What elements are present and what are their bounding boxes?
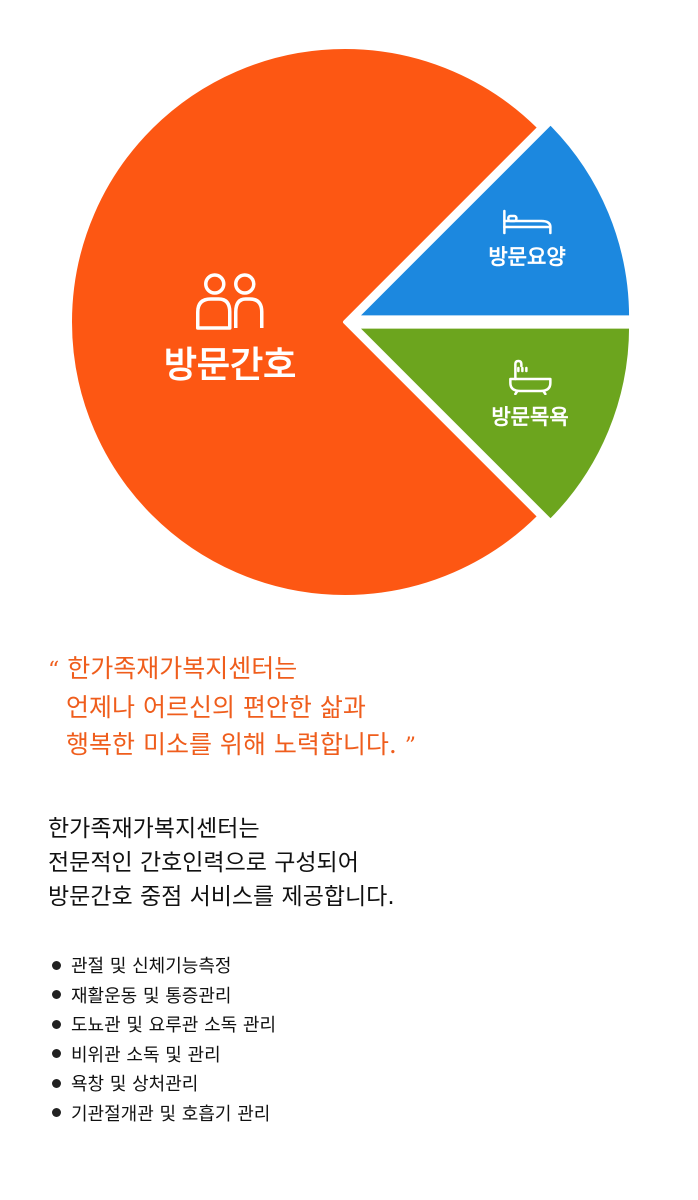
open-quote-mark: “ xyxy=(48,658,60,683)
close-quote-mark: ” xyxy=(404,734,416,759)
service-list: 관절 및 신체기능측정 재활운동 및 통증관리 도뇨관 및 요루관 소독 관리 … xyxy=(52,952,276,1129)
description-line: 방문간호 중점 서비스를 제공합니다. xyxy=(48,884,395,910)
list-item-text: 비위관 소독 및 관리 xyxy=(71,1044,221,1066)
bullet-icon xyxy=(52,1019,61,1029)
pie-slice-bath xyxy=(354,324,634,524)
bathtub-icon xyxy=(508,359,552,395)
quote-text: 언제나 어르신의 편안한 삶과 xyxy=(66,693,366,722)
slice-label-text: 방문목욕 xyxy=(491,405,569,429)
list-item-text: 욕창 및 상처관리 xyxy=(71,1074,199,1095)
list-item: 욕창 및 상처관리 xyxy=(52,1070,276,1100)
list-item-text: 도뇨관 및 요루관 소독 관리 xyxy=(71,1015,277,1036)
service-description: 한가족재가복지센터는 전문적인 간호인력으로 구성되어 방문간호 중점 서비스를… xyxy=(48,812,395,914)
people-icon xyxy=(196,273,264,330)
quote-text: 한가족재가복지센터는 xyxy=(67,654,298,683)
pie-svg xyxy=(67,45,634,599)
bullet-icon xyxy=(52,1078,61,1088)
service-pie-chart: 방문간호 방문요양 방문목욕 xyxy=(67,45,634,599)
list-item: 재활운동 및 통증관리 xyxy=(52,982,276,1012)
description-line: 한가족재가복지센터는 xyxy=(48,816,260,842)
description-line: 전문적인 간호인력으로 구성되어 xyxy=(48,850,359,876)
quote-line-2: 언제나 어르신의 편안한 삶과 xyxy=(48,689,416,726)
list-item-text: 관절 및 신체기능측정 xyxy=(71,956,232,977)
list-item-text: 기관절개관 및 호흡기 관리 xyxy=(71,1103,271,1125)
slice-label-text: 방문요양 xyxy=(488,245,566,269)
slice-label-text: 방문간호 xyxy=(163,345,297,386)
mission-quote: “ 한가족재가복지센터는 언제나 어르신의 편안한 삶과 행복한 미소를 위해 … xyxy=(48,650,416,765)
quote-line-3: 행복한 미소를 위해 노력합니다. ” xyxy=(48,726,416,765)
bullet-icon xyxy=(52,990,61,999)
bullet-icon xyxy=(52,960,61,970)
list-item: 기관절개관 및 호흡기 관리 xyxy=(52,1100,276,1130)
list-item: 도뇨관 및 요루관 소독 관리 xyxy=(52,1011,276,1041)
bullet-icon xyxy=(52,1049,61,1058)
pie-slice-care xyxy=(354,120,634,320)
quote-text: 행복한 미소를 위해 노력합니다. xyxy=(66,730,397,759)
quote-line-1: “ 한가족재가복지센터는 xyxy=(48,650,416,689)
list-item: 관절 및 신체기능측정 xyxy=(52,952,276,982)
bed-icon xyxy=(502,209,552,235)
bullet-icon xyxy=(52,1108,61,1117)
list-item-text: 재활운동 및 통증관리 xyxy=(71,985,232,1007)
slice-label-bath: 방문목욕 xyxy=(491,359,569,431)
list-item: 비위관 소독 및 관리 xyxy=(52,1041,276,1071)
pie-slice-nursing xyxy=(67,45,542,599)
slice-label-nursing: 방문간호 xyxy=(164,272,296,388)
slice-label-care: 방문요양 xyxy=(488,209,566,271)
